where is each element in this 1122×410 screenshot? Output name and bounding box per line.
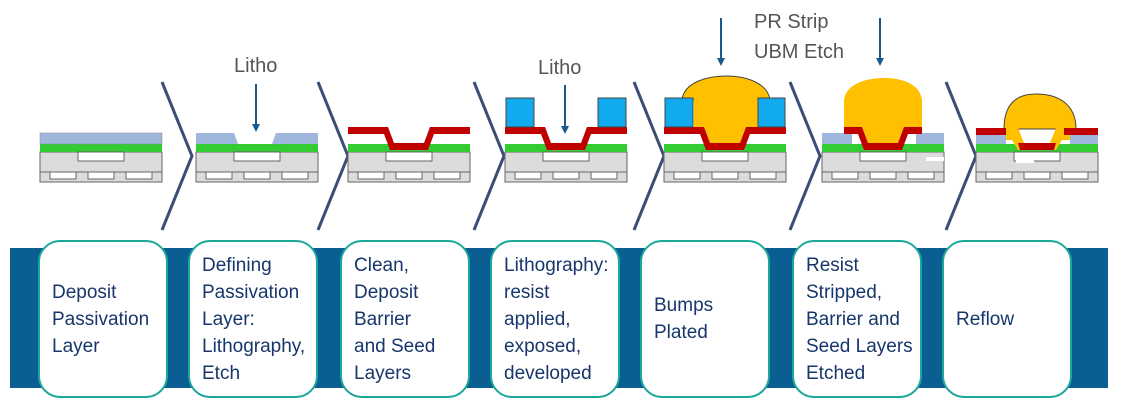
step-label: Defining Passivation Layer: Lithography,… (202, 254, 306, 384)
top-label-pr-strip: PR Strip (754, 11, 828, 33)
step-label: Clean, Deposit Barrier and Seed Layers (354, 254, 436, 384)
cross-section-6 (821, 78, 945, 183)
step-card-reflow: Reflow (942, 240, 1072, 398)
step-card-lithography: Lithography: resist applied, exposed, de… (490, 240, 620, 398)
chevron-4 (632, 81, 666, 231)
step-label: Resist Stripped, Barrier and Seed Layers… (806, 254, 913, 384)
chevron-1 (160, 81, 194, 231)
step-label: Lithography: resist applied, exposed, de… (504, 254, 609, 384)
cross-section-5 (663, 75, 787, 183)
step-card-defining-passivation: Defining Passivation Layer: Lithography,… (188, 240, 318, 398)
cross-section-4 (504, 97, 628, 183)
cross-section-2 (195, 133, 319, 183)
top-label-litho-1: Litho (234, 55, 277, 77)
step-label: Deposit Passivation Layer (52, 281, 150, 357)
chevron-3 (472, 81, 506, 231)
chevron-6 (944, 81, 978, 231)
step-card-bumps-plated: Bumps Plated (640, 240, 770, 398)
cross-section-7 (975, 93, 1099, 183)
step-card-resist-stripped: Resist Stripped, Barrier and Seed Layers… (792, 240, 922, 398)
top-label-litho-2: Litho (538, 57, 581, 79)
step-label: Bumps Plated (654, 295, 714, 343)
chevron-5 (788, 81, 822, 231)
step-card-clean-deposit: Clean, Deposit Barrier and Seed Layers (340, 240, 470, 398)
cross-section-1 (39, 132, 163, 183)
cross-section-diagram: Litho Litho PR Strip UBM Etch (39, 11, 1099, 231)
cross-section-3 (347, 127, 471, 183)
step-label: Reflow (956, 308, 1015, 330)
step-card-deposit-passivation: Deposit Passivation Layer (38, 240, 168, 398)
chevron-2 (316, 81, 350, 231)
top-label-ubm-etch: UBM Etch (754, 41, 844, 63)
